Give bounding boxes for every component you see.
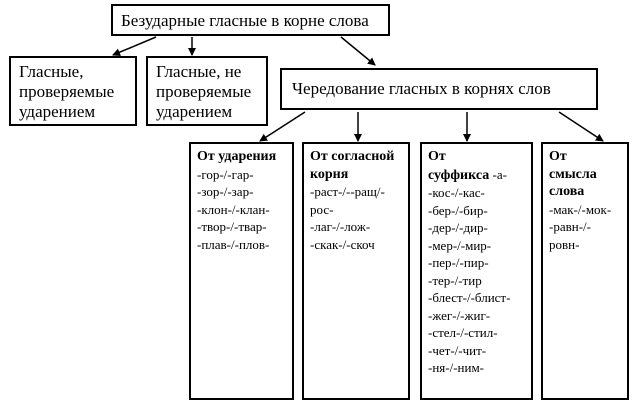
root-pair: -мер-/-мир- [428,237,492,253]
root-pair: -мак-/-мок- [549,201,612,217]
root-pair: -зор-/-зар- [197,184,254,199]
checked-vowels-box: Гласные, проверяемые ударением [9,56,137,126]
column-stress: От ударения -гор-/-гар- -зор-/-зар- -кло… [189,142,294,400]
checked-line: ударением [19,102,96,121]
arrow-to-alternation [340,36,376,66]
root-pair: -скак-/-скоч [310,236,375,252]
checked-line: Гласные, [19,62,84,81]
root-pair: -чет-/-чит- [428,342,487,358]
column-suffix: От суффикса -а- -кос-/-кас- -бер-/-бир- … [420,142,533,400]
column-title: корня [310,166,349,182]
root-pair: -блест-/-блист- [428,290,511,305]
column-title: От [549,149,567,164]
root-box: Безударные гласные в корне слова [111,4,390,36]
root-pair: -лаг-/-лож- [310,219,371,234]
root-pair: -гор-/-гар- [197,166,254,182]
root-pair: -ня-/-ним- [428,360,485,375]
root-pair: -дер-/-дир- [428,220,488,235]
root-pair: -равн-/- [549,219,591,234]
root-pair: -тер-/-тир [428,272,482,288]
root-pair: -плав-/-плов- [197,236,270,252]
root-pair: -кос-/-кас- [428,185,485,200]
alternation-box: Чередование гласных в корнях слов [280,68,598,110]
arrow-to-col-4 [558,111,604,142]
root-pair: -бер-/-бир- [428,202,488,218]
root-pair: рос- [310,201,334,217]
column-title: От согласной [310,149,395,164]
column-title: От ударения [197,149,277,164]
unchecked-vowels-box: Гласные, не проверяемые ударением [146,56,268,126]
column-title: смысла [549,166,597,182]
arrow-to-checked [112,36,157,56]
column-title: суффикса [428,167,490,183]
column-title: слова [549,184,585,199]
unchecked-line: проверяемые [156,82,252,101]
checked-line: проверяемые [19,82,115,101]
alternation-label: Чередование гласных в корнях слов [292,79,551,98]
unchecked-line: Гласные, не [156,62,242,81]
column-consonant: От согласной корня -раст-/--ращ/- рос- -… [302,142,410,400]
root-pair: -клон-/-клан- [197,201,270,217]
root-pair: -твор-/-твар- [197,219,267,234]
root-pair: ровн- [549,236,580,252]
unchecked-line: ударением [156,102,233,121]
root-pair: -раст-/--ращ/- [310,184,385,199]
root-pair: -пер-/-пир- [428,255,489,270]
column-meaning: От смысла слова -мак-/-мок- -равн-/- ров… [541,142,629,400]
root-label: Безударные гласные в корне слова [121,11,369,30]
suffix-marker: -а- [489,166,507,182]
column-title: От [428,149,446,164]
arrow-to-col-1 [259,111,306,142]
root-pair: -жег-/-жиг- [428,307,491,323]
root-pair: -стел-/-стил- [428,325,498,340]
